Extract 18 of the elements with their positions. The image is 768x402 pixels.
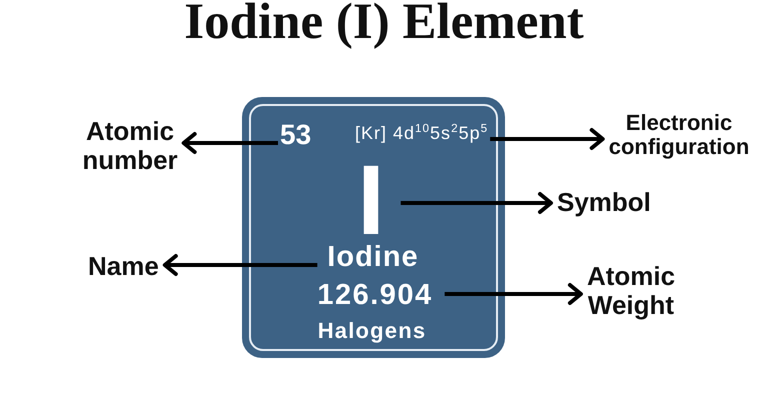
callout-label: Atomic Weight: [586, 262, 676, 320]
element-name: Iodine: [327, 243, 419, 272]
arrow: [182, 132, 278, 154]
element-symbol: I: [357, 160, 385, 240]
callout-label: Symbol: [557, 188, 651, 217]
electron-configuration: [Kr] 4d$^{10}$5s$^{2}$5p$^{5}$: [355, 124, 488, 142]
callout-label: Name: [88, 252, 159, 281]
arrow: [400, 192, 553, 214]
callout-label: Electronic configuration: [608, 111, 750, 160]
atomic-number: 53: [280, 121, 312, 149]
atomic-weight: 126.904: [317, 281, 433, 310]
element-tile: [242, 97, 505, 358]
title: Iodine (I) Element: [184, 0, 584, 50]
arrow: [162, 254, 318, 276]
element-category: Halogens: [318, 320, 426, 342]
arrow: [490, 128, 605, 150]
arrow: [444, 283, 583, 305]
callout-label: Atomic number: [82, 117, 178, 174]
